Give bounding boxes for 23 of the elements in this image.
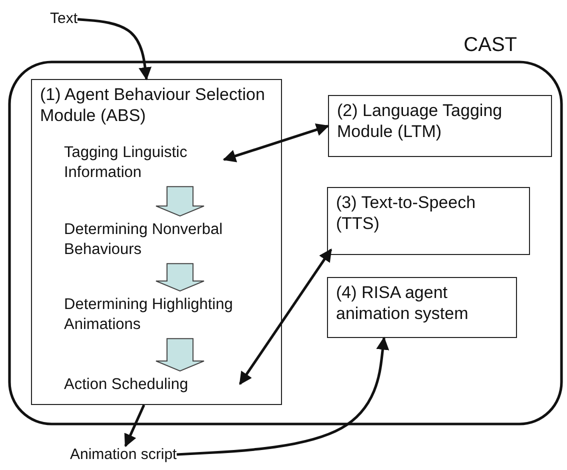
- block-arrow: [156, 338, 204, 372]
- step-label: Determining Nonverbal Behaviours: [64, 220, 264, 260]
- block-arrow: [156, 263, 204, 292]
- arrow: [238, 248, 332, 385]
- module-title: (2) Language Tagging Module (LTM): [337, 100, 504, 142]
- arrow: [222, 123, 330, 162]
- output-label: Animation script: [70, 446, 177, 463]
- module-box: [327, 187, 530, 255]
- module-title: (4) RISA agent animation system: [336, 282, 470, 324]
- module-box: [327, 277, 517, 338]
- step-label: Action Scheduling: [64, 375, 240, 395]
- step-label: Tagging Linguistic Information: [64, 143, 224, 183]
- group-heading: CAST: [464, 34, 517, 57]
- module-box: [31, 79, 282, 405]
- module-box: [328, 95, 552, 157]
- module-title: (3) Text-to-Speech (TTS): [336, 192, 477, 234]
- arrow: [77, 18, 152, 80]
- step-label: Determining Highlighting Animations: [64, 295, 274, 335]
- input-label: Text: [50, 10, 78, 27]
- module-title: (1) Agent Behaviour Selection Module (ABS): [40, 84, 266, 126]
- arrow: [176, 336, 390, 456]
- arrow: [124, 404, 146, 448]
- block-arrow: [156, 186, 204, 217]
